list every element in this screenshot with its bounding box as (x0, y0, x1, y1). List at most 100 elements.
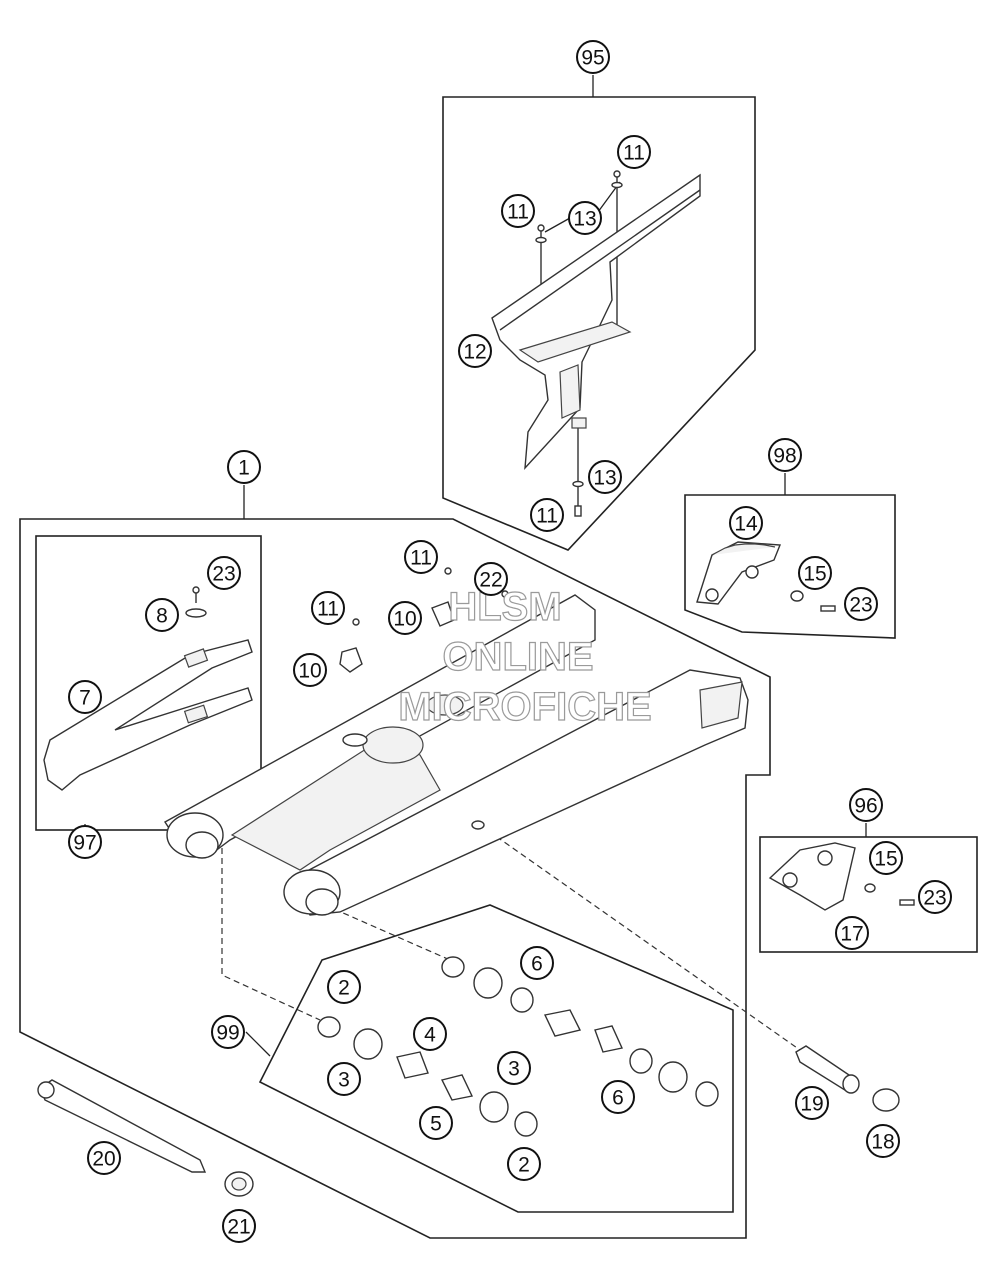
callout-13: 13 (568, 201, 602, 235)
chain-guard-part (491, 173, 701, 470)
callout-number: 18 (871, 1131, 894, 1154)
chain-slider-part (43, 586, 253, 791)
callout-number: 8 (156, 605, 168, 628)
callout-number: 11 (507, 201, 529, 224)
callout-22: 22 (474, 562, 508, 596)
callout-7: 7 (68, 680, 102, 714)
watermark-line3: MICROFICHE (398, 685, 651, 729)
callout-number: 14 (734, 513, 758, 536)
callout-23: 23 (207, 556, 241, 590)
callout-number: 98 (773, 445, 796, 468)
callout-12: 12 (458, 334, 492, 368)
callout-circle (222, 1209, 256, 1243)
frame-chain-slider-box (35, 535, 262, 831)
callout-17: 17 (835, 916, 869, 950)
callout-circle (227, 450, 261, 484)
callout-circle (520, 946, 554, 980)
callout-circle (68, 680, 102, 714)
callout-number: 3 (338, 1069, 350, 1092)
callout-circle (530, 498, 564, 532)
callout-number: 1 (238, 457, 250, 480)
callout-circle (87, 1141, 121, 1175)
chain-clamp-parts (339, 567, 509, 673)
callout-5: 5 (419, 1106, 453, 1140)
callout-2: 2 (507, 1147, 541, 1181)
callout-circle (145, 598, 179, 632)
callout-number: 7 (79, 687, 91, 710)
callout-circle (588, 460, 622, 494)
callout-number: 3 (508, 1058, 520, 1081)
callout-circle (404, 540, 438, 574)
callout-23: 23 (918, 880, 952, 914)
callout-number: 99 (216, 1022, 239, 1045)
callout-number: 17 (840, 923, 863, 946)
callout-number: 23 (212, 563, 235, 586)
callout-99: 99 (211, 1015, 245, 1049)
callout-4: 4 (413, 1017, 447, 1051)
callout-circle (501, 194, 535, 228)
callout-11: 11 (404, 540, 438, 574)
callout-19: 19 (795, 1086, 829, 1120)
callout-circle (601, 1080, 635, 1114)
callout-number: 19 (800, 1093, 823, 1116)
watermark: HLSM ONLINE MICROFICHE (398, 584, 653, 729)
watermark-line1: HLSM (448, 585, 561, 629)
pivot-axle-part (37, 1079, 254, 1197)
callout-circle (388, 601, 422, 635)
callout-14: 14 (729, 506, 763, 540)
callout-10: 10 (388, 601, 422, 635)
frame-sprocket-guard-box (684, 494, 896, 639)
callout-6: 6 (601, 1080, 635, 1114)
callout-number: 6 (612, 1087, 624, 1110)
callout-circle (918, 880, 952, 914)
callout-11: 11 (311, 591, 345, 625)
callout-circle (413, 1017, 447, 1051)
callout-number: 20 (92, 1148, 115, 1171)
callout-number: 11 (623, 142, 645, 165)
callout-15: 15 (869, 841, 903, 875)
callout-circle (568, 201, 602, 235)
callout-number: 2 (338, 977, 350, 1000)
callout-98: 98 (768, 438, 802, 472)
callout-number: 15 (874, 848, 897, 871)
callout-circle (68, 825, 102, 859)
callout-3: 3 (327, 1062, 361, 1096)
sprocket-guard-part (696, 541, 836, 612)
callout-number: 11 (410, 547, 432, 570)
callout-circle (798, 556, 832, 590)
callout-circle (507, 1147, 541, 1181)
callout-10: 10 (293, 653, 327, 687)
chain-guard-fasteners (535, 170, 623, 517)
callout-23: 23 (844, 587, 878, 621)
callout-97: 97 (68, 825, 102, 859)
callout-20: 20 (87, 1141, 121, 1175)
callout-circle (327, 970, 361, 1004)
callout-21: 21 (222, 1209, 256, 1243)
callout-circle (474, 562, 508, 596)
callout-number: 12 (463, 341, 486, 364)
callout-circle (311, 591, 345, 625)
callout-circle (458, 334, 492, 368)
callout-1: 1 (227, 450, 261, 484)
callout-number: 5 (430, 1113, 442, 1136)
callout-circle (795, 1086, 829, 1120)
callout-96: 96 (849, 788, 883, 822)
frame-bearing-kit-box (258, 904, 734, 1213)
callout-number: 23 (849, 594, 872, 617)
watermark-line2: ONLINE (442, 635, 593, 679)
callout-number: 11 (536, 505, 558, 528)
callout-number: 4 (424, 1024, 436, 1047)
callout-8: 8 (145, 598, 179, 632)
callout-circle (869, 841, 903, 875)
callout-number: 2 (518, 1154, 530, 1177)
frame-chain-guard-group (442, 96, 756, 551)
callout-11: 11 (617, 135, 651, 169)
callout-circle (866, 1124, 900, 1158)
callout-number: 23 (923, 887, 946, 910)
callout-number: 10 (298, 660, 321, 683)
callout-number: 11 (317, 598, 339, 621)
callout-number: 21 (227, 1216, 250, 1239)
callout-18: 18 (866, 1124, 900, 1158)
